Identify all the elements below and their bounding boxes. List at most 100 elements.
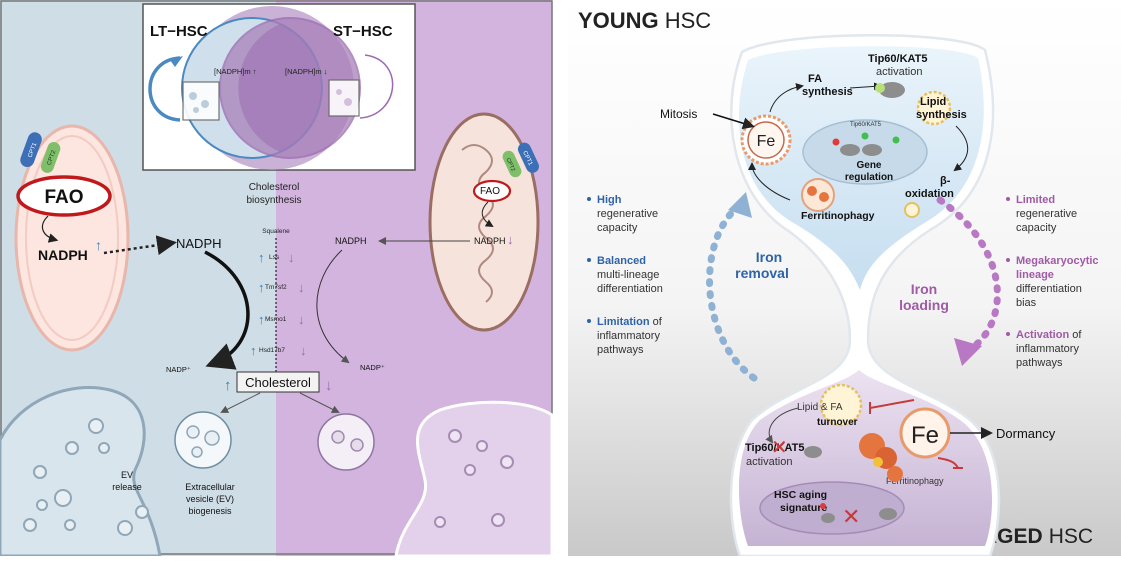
- svg-text:Limitation of: Limitation of: [597, 316, 663, 328]
- svg-text:CPT2: CPT2: [47, 149, 58, 166]
- svg-text:↓: ↓: [288, 250, 295, 265]
- cholesterol-box: [236, 371, 320, 393]
- svg-text:regenerative: regenerative: [597, 208, 658, 220]
- nadph-consumption-arrow: [204, 250, 250, 370]
- fa-synthesis-1: FA: [808, 73, 822, 85]
- dormancy-label: Dormancy: [996, 426, 1056, 441]
- fao-oval: [16, 175, 112, 217]
- nadph-center-label: NADPH: [176, 236, 222, 251]
- nadp-plus-right: NADP⁺: [360, 363, 385, 372]
- cpt2-protein-st: CPT2: [502, 150, 522, 178]
- lipid-synthesis-2: synthesis: [916, 109, 967, 121]
- nadph-right-label: NADPH: [335, 236, 367, 246]
- svg-text:↑: ↑: [224, 377, 232, 394]
- svg-text:↑: ↑: [258, 312, 265, 327]
- iron-loading-2: loading: [899, 297, 949, 313]
- gene-lss: Lss: [269, 254, 280, 261]
- svg-text:Balanced: Balanced: [597, 255, 646, 267]
- tip60-small-label: Tip60/KAT5: [850, 122, 882, 128]
- nadph-label-st: NADPH: [474, 236, 506, 246]
- aged-iron-clusters: [859, 433, 903, 482]
- ev-release-1: EV: [121, 470, 133, 480]
- fe-label-aged: Fe: [911, 422, 939, 449]
- iron-removal-1: Iron: [756, 249, 782, 265]
- mitosis-arrow: [712, 113, 755, 130]
- nadph-up-arrow: ↑: [95, 237, 102, 253]
- lt-self-renewal-arrow: [148, 56, 181, 122]
- svg-text:differentiation: differentiation: [1016, 283, 1082, 295]
- aged-fe-vesicle: [899, 407, 951, 459]
- nadph-label: NADPH: [38, 247, 88, 263]
- svg-text:Megakaryocytic: Megakaryocytic: [1016, 255, 1099, 267]
- svg-text:↓: ↓: [507, 232, 514, 247]
- tip60-aged-1: Tip60/KAT5: [745, 442, 805, 454]
- fao-label-st: FAO: [480, 186, 500, 197]
- ferritinophagy-aged-label: Ferritinophagy: [886, 476, 944, 486]
- svg-text:regenerative: regenerative: [1016, 208, 1077, 220]
- svg-text:capacity: capacity: [1016, 222, 1057, 234]
- iron-loading-1: Iron: [911, 281, 937, 297]
- young-fe-vesicle: Fe: [740, 114, 792, 166]
- ev-vesicle-st: [317, 413, 375, 471]
- svg-text:↑: ↑: [258, 250, 265, 265]
- cholesterol-label: Cholesterol: [245, 375, 311, 390]
- ferritinophagy-label: Ferritinophagy: [801, 210, 875, 222]
- nadp-plus-left: NADP⁺: [166, 365, 191, 374]
- st-mitochondrion: CPT1 CPT2 FAO NADPH ↓: [428, 112, 540, 332]
- gene-regulation-1: Gene: [856, 160, 881, 171]
- fa-synthesis-2: synthesis: [802, 86, 853, 98]
- svg-text:inflammatory: inflammatory: [1016, 343, 1079, 355]
- lt-cell-bottom: [0, 385, 162, 558]
- st-self-renewal-arrow: [359, 54, 394, 119]
- gene-regulation-2: regulation: [845, 172, 893, 183]
- aging-signature-1: HSC aging: [774, 489, 827, 501]
- svg-text:bias: bias: [1016, 297, 1037, 309]
- mitosis-label: Mitosis: [660, 107, 697, 121]
- beta-oxidation-1: β-: [940, 175, 951, 187]
- iron-removal-arrow: [706, 201, 758, 382]
- svg-text:pathways: pathways: [1016, 357, 1063, 369]
- svg-text:CPT2: CPT2: [504, 157, 515, 172]
- hsc-inset-box: LT−HSC ST−HSC [NADPH]m ↑ [NADPH]m ↓: [142, 3, 416, 171]
- fao-label: FAO: [44, 187, 83, 208]
- cpt2-protein: CPT2: [40, 142, 61, 173]
- aged-nucleus: [759, 481, 905, 535]
- tip60-label-2: activation: [876, 66, 922, 78]
- st-hsc-label: ST−HSC: [333, 23, 393, 40]
- fe-inhibits-turnover: [869, 399, 915, 409]
- svg-text:↓: ↓: [298, 280, 305, 295]
- nadphm-up-label: [NADPH]m ↑: [214, 67, 257, 76]
- beta-oxidation-2: oxidation: [905, 188, 954, 200]
- svg-text:pathways: pathways: [597, 344, 644, 356]
- svg-text:↓: ↓: [325, 377, 333, 394]
- cpt1-protein: CPT1: [20, 132, 42, 167]
- svg-text:differentiation: differentiation: [597, 283, 663, 295]
- ev-biogenesis-3: biogenesis: [188, 506, 232, 516]
- nadphm-down-label: [NADPH]m ↓: [285, 67, 328, 76]
- svg-text:↓: ↓: [298, 312, 305, 327]
- svg-text:multi-lineage: multi-lineage: [597, 269, 659, 281]
- chol-title-1: Cholesterol: [249, 182, 300, 193]
- svg-text:capacity: capacity: [597, 222, 638, 234]
- aged-bullet-list: Limited regenerative capacity Megakaryoc…: [1006, 194, 1099, 369]
- svg-text:Limited: Limited: [1016, 194, 1055, 206]
- ev-vesicle-lt: [174, 411, 232, 469]
- ev-release-2: release: [112, 482, 142, 492]
- svg-text:↑: ↑: [258, 280, 265, 295]
- svg-text:inflammatory: inflammatory: [597, 330, 660, 342]
- ferritinophagy-vesicle: [801, 178, 835, 212]
- chol-title-2: biosynthesis: [246, 195, 301, 206]
- young-bullet-list: High regenerative capacity Balanced mult…: [587, 194, 663, 356]
- ev-biogenesis-1: Extracellular: [185, 482, 235, 492]
- squalene-label: Squalene: [262, 228, 290, 235]
- lt-hsc-label: LT−HSC: [150, 23, 208, 40]
- lipid-synthesis-1: Lipid: [920, 96, 946, 108]
- aged-lipid-vesicle: [819, 383, 863, 427]
- tip60-label-1: Tip60/KAT5: [868, 53, 928, 65]
- svg-text:↓: ↓: [300, 343, 307, 358]
